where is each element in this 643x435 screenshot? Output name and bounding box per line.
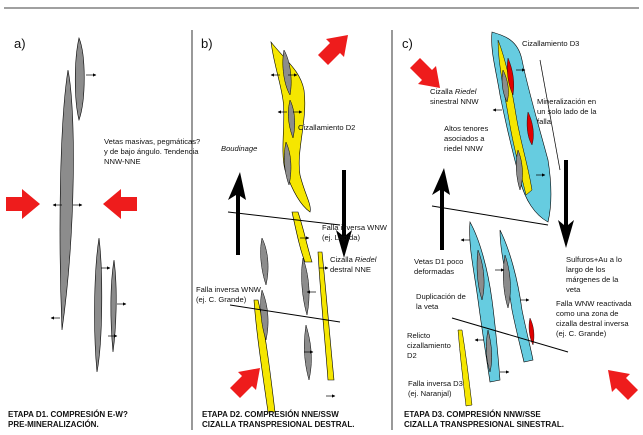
label-duplicacion: la veta [416, 302, 439, 311]
shear-sense-arrow [558, 160, 574, 248]
vein-d1 [110, 259, 117, 353]
vein-d1 [59, 69, 74, 331]
panel-b: b) Ciza [196, 35, 388, 429]
panel-a-caption-line: PRE-MINERALIZACIÓN. [8, 420, 99, 429]
label-cizalla-riedel-part: Cizalla [430, 87, 455, 96]
vein-lens [260, 237, 269, 286]
label-relicto: Relicto [407, 331, 430, 340]
vein-lens [288, 99, 295, 139]
vein-lens [284, 141, 292, 186]
label-falla-lapida: (ej. Lápida) [322, 233, 360, 242]
panel-a-note-line: Vetas masivas, pegmáticas? [104, 137, 200, 146]
shear-sense-arrow [228, 172, 246, 255]
panel-c: c) [402, 31, 638, 429]
label-altos-tenores: Altos tenores [444, 124, 489, 133]
label-falla-wnw-reactivada: Falla WNW reactivada [556, 299, 632, 308]
label-cizallamiento-d2: Cizallamiento D2 [298, 123, 355, 132]
label-cizalla-riedel-italic: Riedel [455, 87, 477, 96]
fault-d3 [451, 317, 569, 353]
label-mineralizacion: un solo lado de la [537, 107, 597, 116]
compression-arrow-nne [230, 368, 260, 398]
label-destral-nne: destral NNE [330, 265, 371, 274]
label-vetas-d1: deformadas [414, 267, 454, 276]
vein-lens [516, 149, 523, 191]
compression-arrow-sse [410, 58, 440, 88]
tick-arrows [50, 73, 127, 338]
vein-d1 [94, 237, 103, 373]
shear-zone-d2-relict [457, 329, 473, 407]
compression-arrow-ssw [318, 35, 348, 65]
panel-a-note-line: NNW-NNE [104, 157, 141, 166]
label-cizalla-riedel: Cizalla Riedel [330, 255, 377, 264]
label-sulfuros: largo de los [566, 265, 605, 274]
vein-lens [260, 289, 269, 341]
compression-arrow-west [103, 189, 137, 219]
mineralized-zone [469, 220, 501, 383]
panel-c-letter: c) [402, 36, 413, 51]
panel-b-caption-line: ETAPA D2. COMPRESIÓN NNE/SSW [202, 410, 339, 419]
vein-d1 [74, 37, 85, 122]
vein-lens [501, 69, 509, 103]
label-falla-d3: Falla inversa D3 [408, 379, 463, 388]
tick-arrows [270, 73, 336, 398]
label-altos-tenores: asociados a [444, 134, 485, 143]
label-cizalla-riedel-part: Cizalla [330, 255, 355, 264]
vein-lens [301, 257, 310, 316]
tick-arrows [460, 68, 546, 374]
label-mineralizacion: Mineralización en [537, 97, 596, 106]
panel-c-caption-line: ETAPA D3. COMPRESIÓN NNW/SSE [404, 410, 541, 419]
ore-shoot [507, 57, 514, 96]
label-sulfuros: Sulfuros+Au a lo [566, 255, 622, 264]
label-falla-cgrande: (ej. C. Grande) [196, 295, 247, 304]
shear-sense-arrow [432, 168, 450, 250]
fault-wnw [431, 205, 549, 226]
panel-c-caption-line: CIZALLA TRANSPRESIONAL SINESTRAL. [404, 420, 564, 429]
vein-lens [476, 249, 485, 301]
label-falla-wnw-reactivada: (ej. C. Grande) [556, 329, 607, 338]
vein-lens [486, 329, 492, 373]
label-falla-wnw-reactivada: cizalla destral inversa [556, 319, 629, 328]
panel-a-letter: a) [14, 36, 26, 51]
label-boudinage: Boudinage [221, 144, 257, 153]
label-cizallamiento-d3: Cizallamiento D3 [522, 39, 579, 48]
label-cizalla-riedel-italic: Riedel [355, 255, 377, 264]
panel-a-note-line: y de bajo ángulo. Tendencia [104, 147, 199, 156]
fault-wnw [229, 304, 341, 323]
label-falla-wnw-reactivada: como una zona de [556, 309, 618, 318]
label-falla-lapida: Falla inversa WNW [322, 223, 388, 232]
vein-lens [304, 324, 312, 381]
ore-shoot [528, 317, 535, 346]
panel-a-caption-line: ETAPA D1. COMPRESIÓN E-W? [8, 410, 128, 419]
label-falla-cgrande: Falla inversa WNW [196, 285, 262, 294]
compression-arrow-nnw [608, 370, 638, 400]
riedel-trace [539, 59, 561, 171]
label-vetas-d1: Vetas D1 poco [414, 257, 463, 266]
label-mineralizacion: falla [537, 117, 552, 126]
label-sinestral-nnw: sinestral NNW [430, 97, 479, 106]
panel-a: a) Vetas masivas, pegmáticas? y de bajo … [6, 36, 200, 429]
compression-arrow-east [6, 189, 40, 219]
shear-sense-arrow [336, 170, 352, 258]
label-cizalla-riedel: Cizalla Riedel [430, 87, 477, 96]
panel-b-letter: b) [201, 36, 213, 51]
label-sulfuros: veta [566, 285, 581, 294]
shear-zone-d2 [291, 211, 313, 263]
ore-shoot [526, 111, 534, 146]
label-relicto: cizallamiento [407, 341, 451, 350]
label-falla-d3: (ej. Naranjal) [408, 389, 452, 398]
label-relicto: D2 [407, 351, 417, 360]
fault-wnw [227, 211, 341, 226]
vein-lens [282, 49, 292, 96]
shear-zone-d2 [317, 251, 335, 381]
label-duplicacion: Duplicación de [416, 292, 466, 301]
panel-b-caption-line: CIZALLA TRANSPRESIONAL DESTRAL. [202, 420, 354, 429]
label-sulfuros: márgenes de la [566, 275, 619, 284]
label-altos-tenores: riedel NNW [444, 144, 484, 153]
